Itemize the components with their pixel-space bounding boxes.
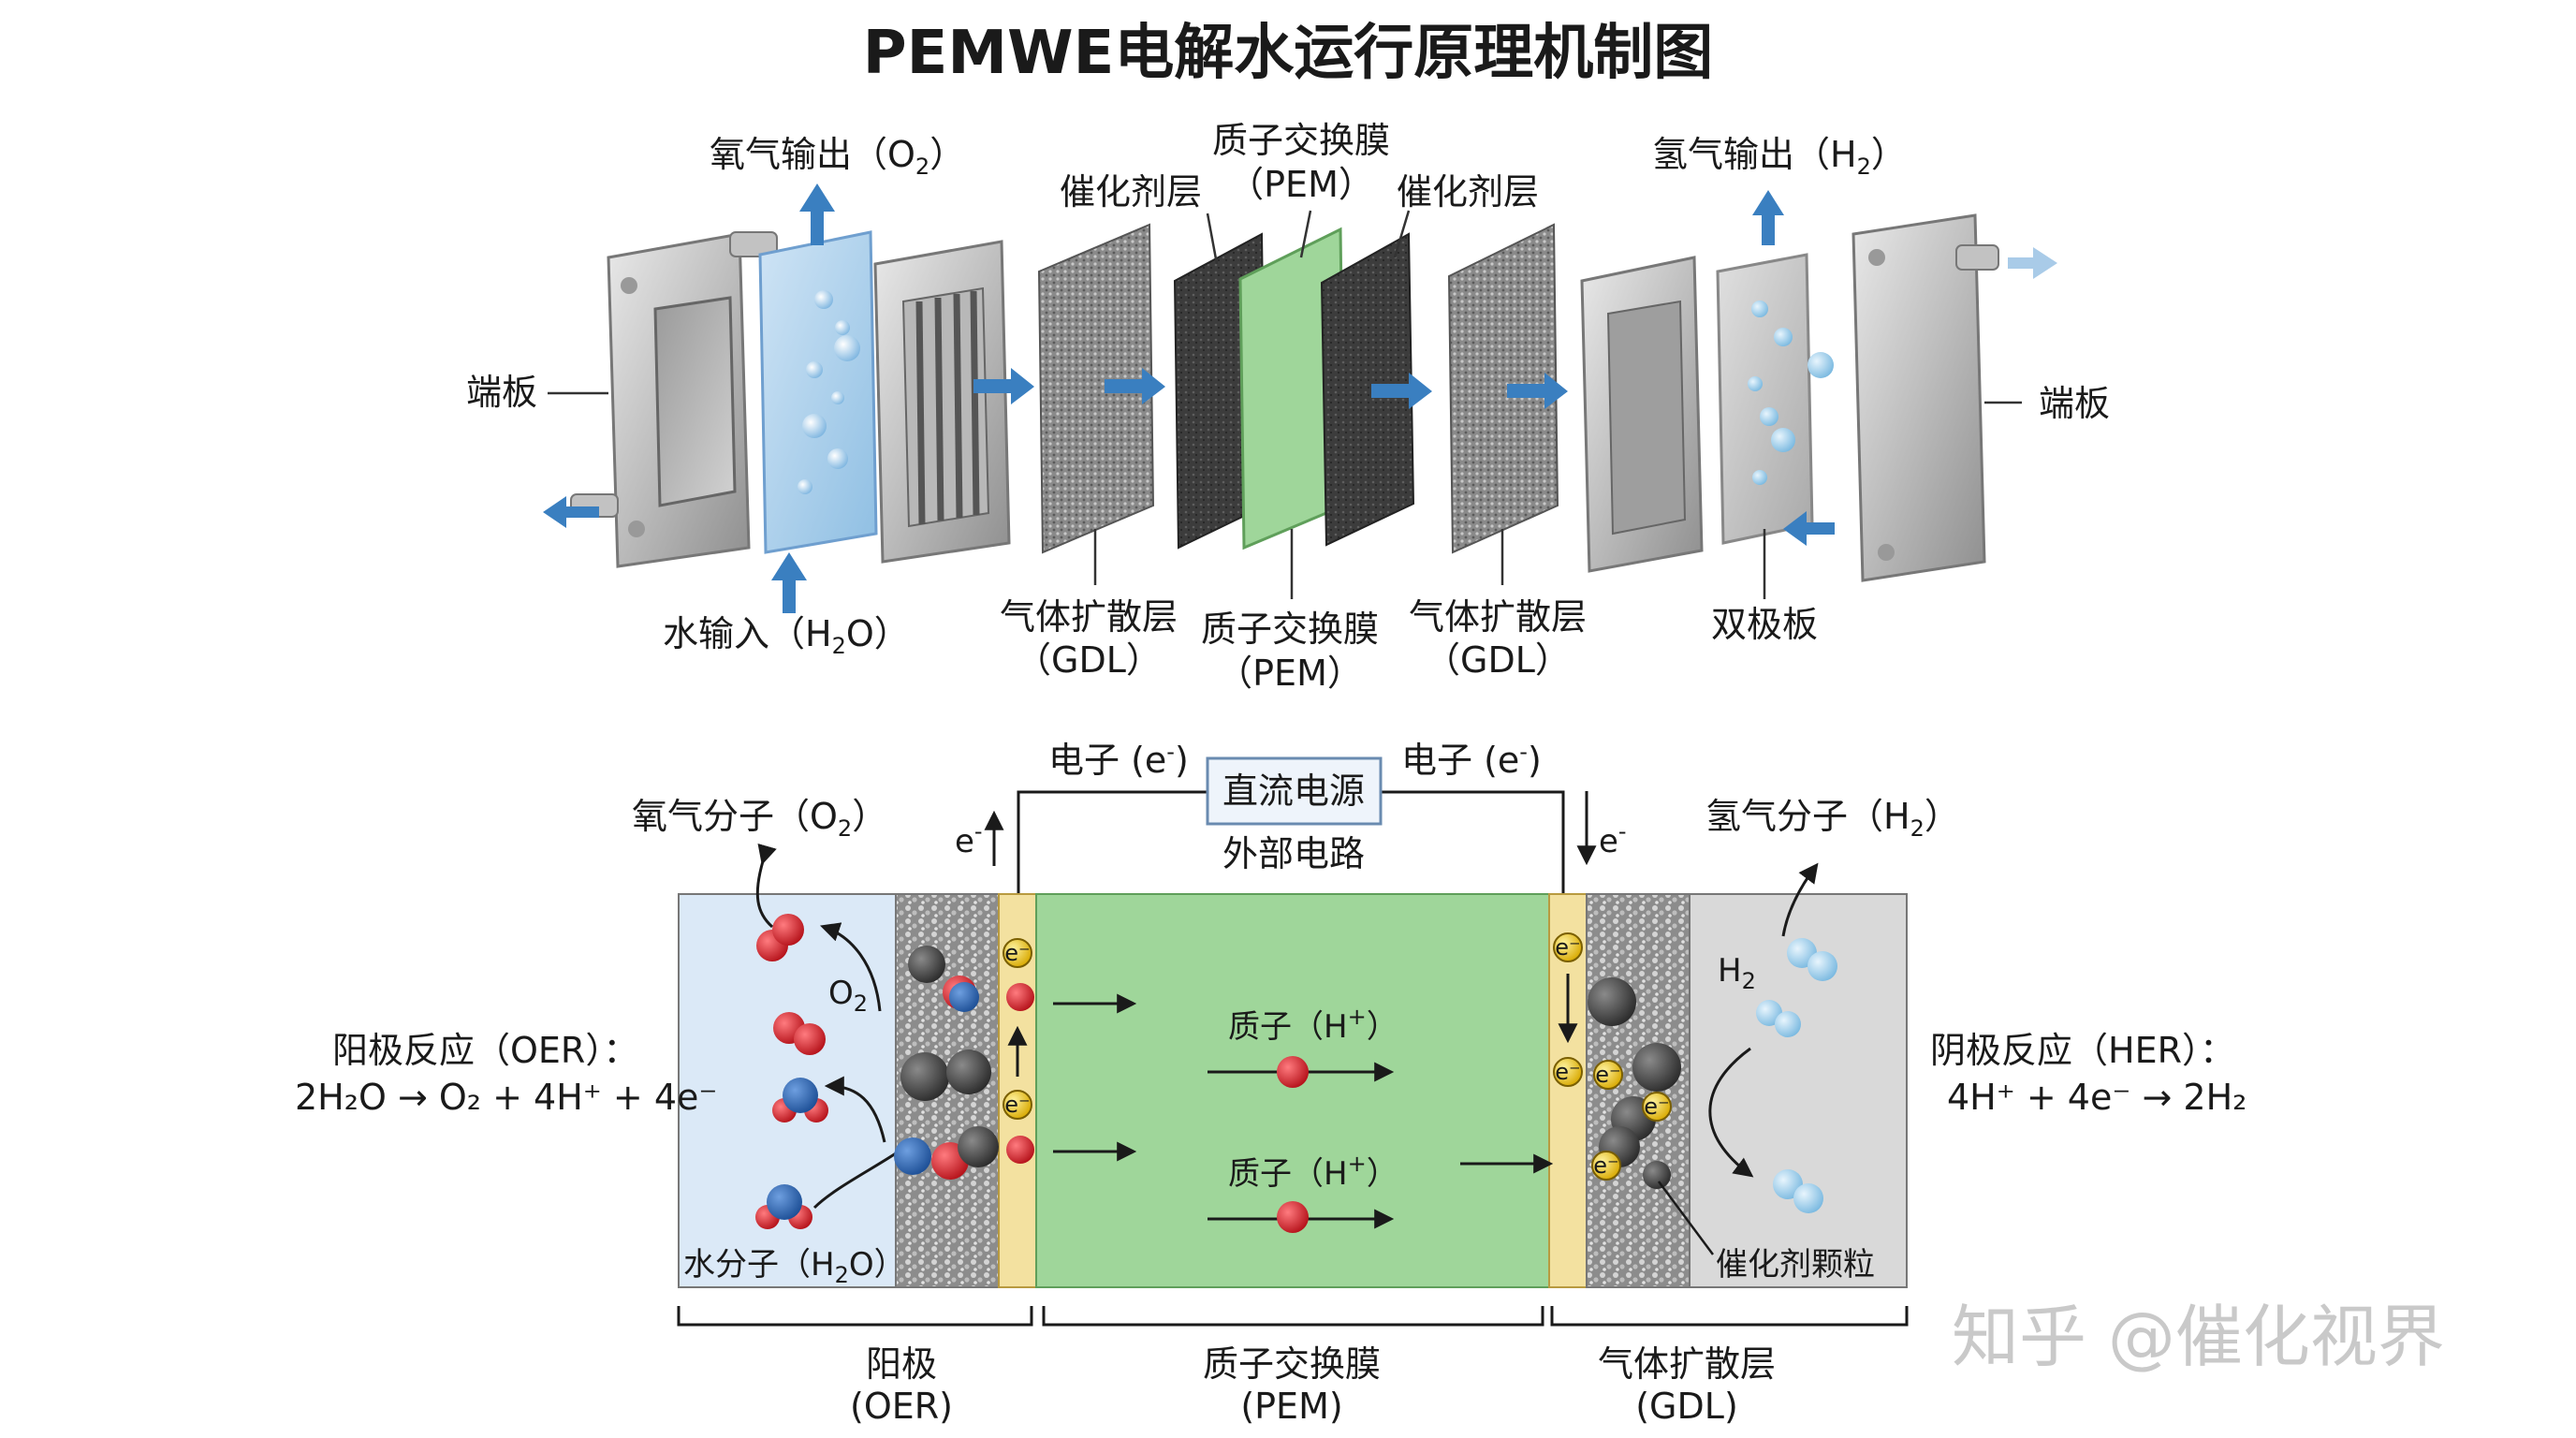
end-plate-right-component <box>1852 213 1999 582</box>
svg-text:e⁻: e⁻ <box>1593 1152 1618 1179</box>
external-circuit <box>1017 790 1565 894</box>
proton-dot <box>1277 1201 1309 1233</box>
anode-bottom-label-line2: (OER) <box>850 1386 953 1427</box>
catalyst-left-label: 催化剂层 <box>1060 171 1202 213</box>
gdl-right-label-line2: （GDL） <box>1425 639 1571 681</box>
proton-dot <box>1277 1056 1309 1088</box>
pem-bottom-label-line2: （PEM） <box>1217 653 1363 694</box>
svg-text:e⁻: e⁻ <box>1004 1092 1030 1118</box>
gdl-left-label-line1: 气体扩散层 <box>1000 596 1178 638</box>
flow-field-plate-right <box>1580 256 1704 573</box>
cathode-h2-molecules: H2 <box>1708 862 1837 1213</box>
bipolar-plate-label: 双极板 <box>1711 604 1818 645</box>
catalyst-right-label: 催化剂层 <box>1397 171 1539 213</box>
anode-reaction-title: 阳极反应（OER）： <box>332 1030 638 1071</box>
catalyst-right-component <box>1320 232 1415 547</box>
flow-arrow-icon <box>1371 373 1432 409</box>
e-minus-right: e- <box>1599 818 1627 860</box>
pem-bottom-label-line1: 质子交换膜 <box>1201 609 1379 650</box>
external-circuit-label: 外部电路 <box>1222 833 1365 874</box>
o2-molecule-label: 氧气分子（O2） <box>632 796 887 842</box>
o2-molecule <box>773 1012 826 1055</box>
anode-catalyst-particles <box>894 946 1034 1180</box>
water-molecule-label: 水分子（H2O） <box>683 1246 906 1288</box>
anode-reaction-eq: 2H₂O → O₂ + 4H⁺ + 4e⁻ <box>295 1077 717 1118</box>
h2-output-label: 氢气输出（H2） <box>1652 134 1907 180</box>
e-minus-left: e- <box>955 818 983 860</box>
water-molecule <box>772 1078 828 1123</box>
electron-left-label: 电子 (e-) <box>1048 739 1189 781</box>
flow-arrows <box>543 183 2057 613</box>
anode-water-sheet <box>758 230 878 554</box>
end-plate-left-component <box>570 231 778 568</box>
bipolar-plate-component <box>1716 253 1834 545</box>
anode-electron-badges: e⁻ e⁻ <box>1003 938 1032 1120</box>
end-plate-left-label: 端板 <box>466 372 537 413</box>
cathode-reaction-title: 阴极反应（HER）： <box>1930 1030 2235 1071</box>
dc-source-label: 直流电源 <box>1222 770 1365 812</box>
svg-text:e⁻: e⁻ <box>1555 934 1580 961</box>
proton-label-top: 质子（H+） <box>1228 1004 1398 1046</box>
exploded-view: 氧气输出（O2） 氢气输出（H2） 端板 端板 水输入（H2O） 催化剂层 催化… <box>466 120 2110 694</box>
pem-bottom-bracket-line2: (PEM) <box>1240 1386 1342 1427</box>
left-out-arrow-icon <box>543 496 599 528</box>
flow-arrow-icon <box>973 368 1034 404</box>
gdl-left-component <box>1037 223 1155 554</box>
o2-molecule <box>756 914 804 961</box>
right-out-arrow-icon <box>2008 247 2057 279</box>
anode-molecules: O2 <box>755 843 900 1229</box>
water-input-label: 水输入（H2O） <box>663 613 910 659</box>
proton-label-bottom: 质子（H+） <box>1228 1151 1398 1193</box>
svg-text:e⁻: e⁻ <box>1555 1059 1580 1085</box>
h2-local-label: H2 <box>1718 952 1756 994</box>
gdl-right-component <box>1447 223 1559 554</box>
flow-arrow-icon <box>1507 373 1568 409</box>
right-in-arrow-icon <box>1783 511 1835 546</box>
gdl-bottom-bracket-line1: 气体扩散层 <box>1598 1343 1776 1385</box>
gdl-right-label-line1: 气体扩散层 <box>1409 596 1587 638</box>
dc-source-box <box>1206 756 1383 826</box>
water-molecule <box>755 1184 812 1229</box>
o2-out-arrow-icon <box>799 183 835 245</box>
cathode-porous-layer <box>1586 893 1690 1288</box>
pem-bottom-bracket-line1: 质子交换膜 <box>1203 1343 1381 1385</box>
gdl-left-label-line2: （GDL） <box>1016 639 1162 681</box>
cathode-reaction-eq: 4H⁺ + 4e⁻ → 2H₂ <box>1947 1077 2247 1118</box>
catalyst-leader-line <box>1657 1181 1715 1255</box>
cell-cross-section: 直流电源 外部电路 电子 (e-) 电子 (e-) e- e- O2 <box>295 739 2247 1427</box>
bottom-brackets <box>677 1306 1909 1327</box>
h2-molecule-label: 氢气分子（H2） <box>1705 796 1960 842</box>
watermark: 知乎 @催化视界 <box>1952 1298 2445 1376</box>
page-title: PEMWE电解水运行原理机制图 <box>863 19 1714 88</box>
svg-text:e⁻: e⁻ <box>1644 1093 1669 1120</box>
svg-text:e⁻: e⁻ <box>1595 1062 1620 1088</box>
svg-text:e⁻: e⁻ <box>1004 940 1030 966</box>
flow-field-plate <box>873 240 1011 564</box>
flow-arrow-icon <box>1105 368 1165 404</box>
o2-local-label: O2 <box>828 975 868 1017</box>
pem-top-label-line1: 质子交换膜 <box>1212 120 1390 161</box>
h2-out-arrow-icon <box>1752 190 1784 245</box>
end-plate-right-label: 端板 <box>2039 383 2110 424</box>
water-in-arrow-icon <box>771 552 807 613</box>
anode-bottom-label-line1: 阳极 <box>866 1343 937 1385</box>
catalyst-particles-label: 催化剂颗粒 <box>1716 1246 1875 1284</box>
electron-right-label: 电子 (e-) <box>1401 739 1542 781</box>
gdl-bottom-bracket-line2: (GDL) <box>1635 1386 1738 1427</box>
cathode-catalyst-particles: e⁻ e⁻ e⁻ e⁻ e⁻ <box>1553 932 1681 1189</box>
pem-top-label-line2: （PEM） <box>1228 164 1374 205</box>
leader-lines <box>548 210 2022 599</box>
o2-output-label: 氧气输出（O2） <box>710 134 965 180</box>
